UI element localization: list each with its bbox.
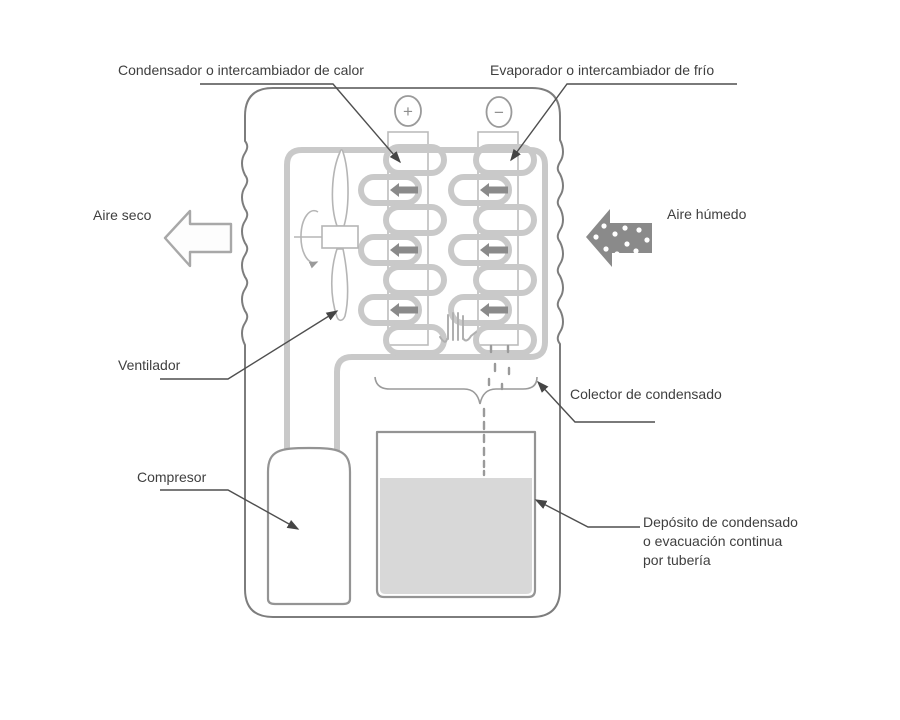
refrigerant-pipe [284, 147, 548, 461]
evaporator-serpentine [448, 144, 537, 356]
water-tank [375, 430, 537, 599]
condenser-label: Condensador o intercambiador de calor [118, 62, 364, 78]
tank-label-line1: Depósito de condensado [643, 514, 798, 530]
collector-leader-line [536, 380, 655, 423]
humid-air-droplet-dots [593, 223, 650, 257]
minus-sign: − [494, 103, 504, 122]
evaporator-label: Evaporador o intercambiador de frío [490, 62, 714, 78]
humid-air-arrow-icon [586, 209, 652, 267]
drip-dashes-upper [487, 344, 511, 391]
tank-leader-line [534, 499, 640, 528]
fan-blade-upper [331, 148, 349, 227]
condenser-serpentine [358, 144, 447, 356]
condenser-flow-arrows [390, 183, 418, 317]
tank-outline [375, 430, 537, 599]
plus-sign: + [403, 102, 413, 121]
tank-label-line2: o evacuación continua [643, 533, 783, 549]
compressor-shape [266, 446, 352, 606]
fan [294, 148, 359, 322]
collector-label: Colector de condensado [570, 386, 722, 402]
fan-blade-lower [331, 248, 349, 322]
fan-rotation-arrow-icon [300, 209, 319, 269]
fan-motor-hub [321, 225, 359, 249]
tank-label-line3: por tubería [643, 552, 711, 568]
compressor-leader-line [160, 489, 300, 530]
fan-leader-line [160, 310, 339, 380]
condenser-leader-line [200, 83, 401, 164]
water-fill [380, 478, 532, 594]
evaporator-flow-arrows [480, 183, 508, 317]
dry-air-arrow-icon [163, 209, 233, 268]
capillary-coil [439, 312, 477, 343]
plus-badge: + [394, 95, 422, 127]
evaporator-leader-line [510, 83, 737, 162]
humid-air-label: Aire húmedo [667, 206, 747, 222]
dry-air-label: Aire seco [93, 207, 152, 223]
minus-badge: − [485, 96, 513, 128]
condensate-brace [374, 376, 538, 405]
compressor-label: Compresor [137, 469, 207, 485]
fan-label: Ventilador [118, 357, 181, 373]
